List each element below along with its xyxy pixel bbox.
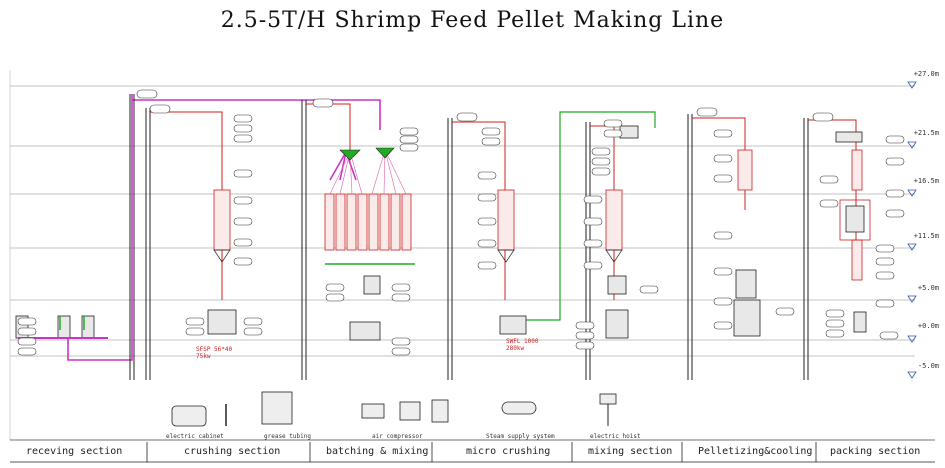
legend-label: Steam supply system	[486, 433, 555, 440]
conveyor-line	[67, 94, 381, 361]
equipment-tags	[17, 89, 905, 356]
legend-label: electric hoist	[590, 433, 641, 440]
level-label: -5.0m	[917, 362, 939, 370]
section-label: batching & mixing	[326, 446, 429, 457]
level-label: +27.0m	[913, 70, 939, 78]
level-label: +11.5m	[913, 232, 939, 240]
legend-icons	[171, 391, 617, 427]
section-label: Pelletizing&cooling	[698, 446, 813, 457]
section-label: micro crushing	[466, 446, 551, 457]
section-label: receving section	[26, 446, 123, 457]
legend-label: grease tubing	[264, 433, 311, 440]
level-label: +21.5m	[913, 129, 939, 137]
section-label: packing section	[830, 446, 921, 457]
grinder-callout: SFSP 56*40 75kw	[196, 346, 233, 360]
level-label: +0.0m	[917, 322, 939, 330]
bins	[213, 149, 863, 281]
legend-label: electric cabinet	[166, 433, 224, 440]
batching-silos	[324, 193, 412, 251]
level-label: +16.5m	[913, 177, 939, 185]
floor-lines	[10, 85, 915, 357]
bucket-elevators	[129, 94, 809, 380]
distributor-lines	[329, 149, 407, 195]
section-label: mixing section	[588, 446, 673, 457]
legend-label: air compressor	[372, 433, 423, 440]
green-line	[520, 111, 656, 321]
section-label: crushing section	[184, 446, 281, 457]
diagram-title: 2.5-5T/H Shrimp Feed Pellet Making Line	[220, 8, 725, 33]
micro-callout: SWFL 1000 280kw	[506, 338, 539, 352]
level-label: +5.0m	[917, 284, 939, 292]
